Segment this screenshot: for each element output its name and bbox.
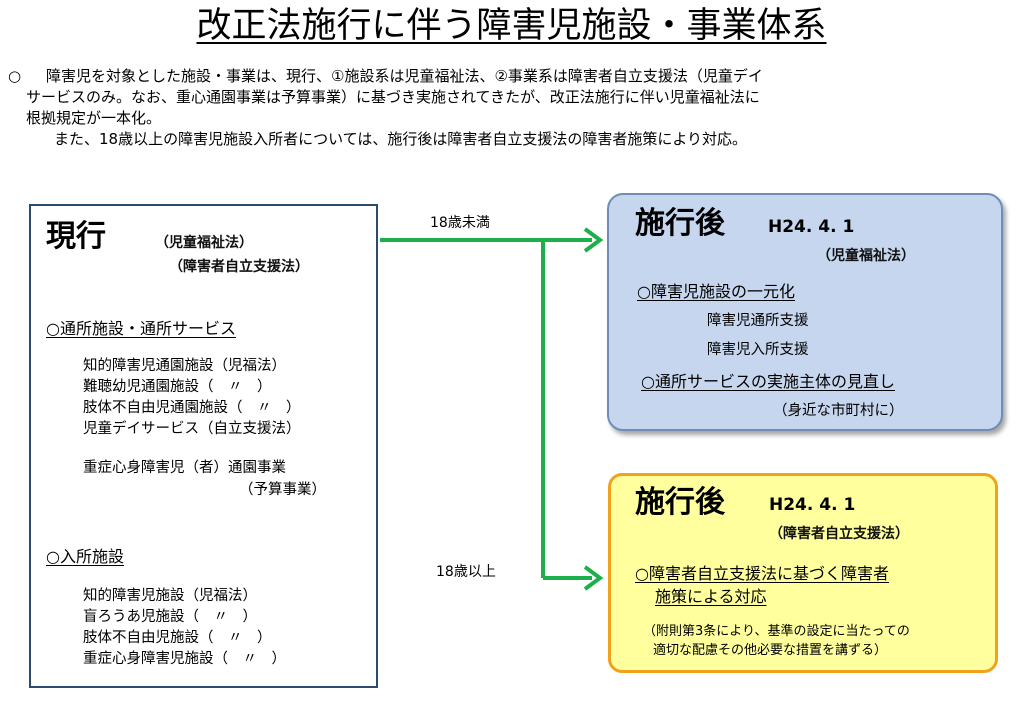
intro-bullet: ○ (8, 67, 22, 85)
list-item: 盲ろうあ児施設（ 〃 ） (83, 609, 257, 625)
arrow-under18-head (583, 227, 604, 253)
after2-note-line2: 適切な配慮その他必要な措置を講ずる） (653, 643, 888, 658)
list-item: 難聴幼児通園施設（ 〃 ） (83, 379, 272, 395)
arrow-lines (380, 227, 604, 591)
current-extra-note: （予算事業） (239, 482, 326, 498)
current-heading: 現行 (46, 219, 106, 254)
current-law-2: （障害者自立支援法） (169, 259, 309, 275)
current-system-box: 現行 （児童福祉法） （障害者自立支援法） ○通所施設・通所サービス 知的障害児… (29, 204, 378, 688)
after-child-welfare-box: 施行後 H24. 4. 1 （児童福祉法） ○障害児施設の一元化 障害児通所支援… (607, 193, 1003, 431)
page-title: 改正法施行に伴う障害児施設・事業体系 (0, 4, 1023, 48)
after2-heading: 施行後 (635, 485, 725, 520)
after1-point-unify: ○障害児施設の一元化 (637, 282, 795, 301)
page-title-text: 改正法施行に伴う障害児施設・事業体系 (196, 6, 827, 46)
after1-law: （児童福祉法） (817, 248, 915, 264)
after-self-reliance-box: 施行後 H24. 4. 1 （障害者自立支援法） ○障害者自立支援法に基づく障害… (608, 473, 998, 673)
intro-line-3: 根拠規定が一本化。 (26, 109, 162, 127)
after1-sub-day: 障害児通所支援 (707, 313, 809, 329)
arrow-over18-head (583, 565, 604, 591)
after1-sub-residential: 障害児入所支援 (707, 342, 809, 358)
current-section-residential: ○入所施設 (46, 547, 124, 566)
list-item: 知的障害児施設（児福法） (83, 588, 257, 604)
after1-heading: 施行後 (635, 206, 725, 241)
list-item: 肢体不自由児通園施設（ 〃 ） (83, 400, 301, 416)
intro-line-2: サービスのみ。なお、重心通園事業は予算事業）に基づき実施されてきたが、改正法施行… (26, 88, 760, 106)
after1-date: H24. 4. 1 (768, 217, 855, 237)
list-item: 重症心身障害児施設（ 〃 ） (83, 651, 286, 667)
list-item: 知的障害児通園施設（児福法） (83, 358, 286, 374)
current-residential-list: 知的障害児施設（児福法） 盲ろうあ児施設（ 〃 ） 肢体不自由児施設（ 〃 ） … (83, 586, 286, 670)
after2-law: （障害者自立支援法） (769, 526, 909, 542)
label-under18: 18歳未満 (430, 215, 490, 231)
intro-line-1: ○障害児を対象とした施設・事業は、現行、①施設系は児童福祉法、②事業系は障害者自… (8, 67, 763, 85)
current-law-1: （児童福祉法） (155, 235, 253, 251)
after1-point-review: ○通所サービスの実施主体の見直し (641, 372, 895, 391)
current-extra-item: 重症心身障害児（者）通園事業 (83, 460, 286, 476)
list-item: 肢体不自由児施設（ 〃 ） (83, 630, 272, 646)
list-item: 児童デイサービス（自立支援法） (83, 421, 301, 437)
intro-paragraph: ○障害児を対象とした施設・事業は、現行、①施設系は児童福祉法、②事業系は障害者自… (8, 66, 1018, 150)
after2-note-line1: （附則第3条により、基準の設定に当たっての (643, 624, 910, 639)
after2-date: H24. 4. 1 (769, 495, 856, 515)
after2-point-line1: ○障害者自立支援法に基づく障害者 (635, 564, 889, 583)
intro-line-4: また、18歳以上の障害児施設入所者については、施行後は障害者自立支援法の障害者施… (54, 130, 748, 148)
after2-point-line2: 施策による対応 (655, 587, 767, 606)
after1-note: （身近な市町村に） (773, 403, 904, 419)
current-section-day: ○通所施設・通所サービス (46, 319, 236, 338)
label-over18: 18歳以上 (436, 564, 496, 580)
current-day-list: 知的障害児通園施設（児福法） 難聴幼児通園施設（ 〃 ） 肢体不自由児通園施設（… (83, 356, 301, 440)
